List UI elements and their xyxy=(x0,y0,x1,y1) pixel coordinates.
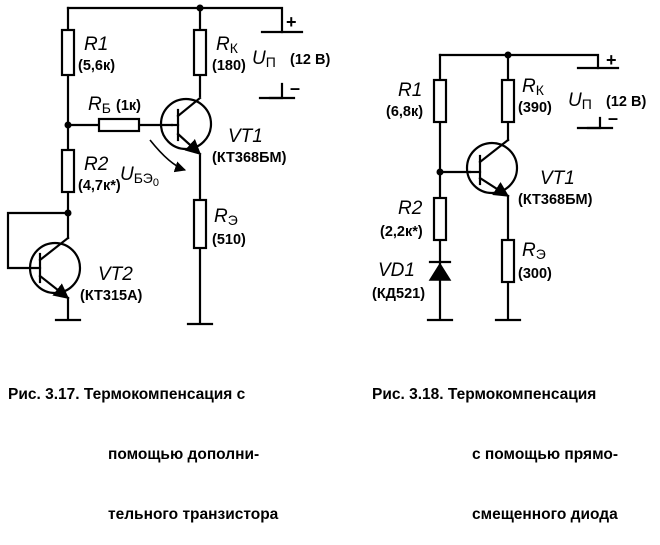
caption-line: тельного транзистора xyxy=(108,506,279,523)
r1-value: (5,6к) xyxy=(78,58,115,74)
r1-resistor-symbol xyxy=(432,78,448,124)
rk-resistor-symbol xyxy=(500,78,516,124)
r1-resistor-symbol xyxy=(60,28,76,77)
r2-label: R2 xyxy=(84,154,109,175)
rk-resistor-symbol xyxy=(192,28,208,77)
vd1-value: (КД521) xyxy=(372,286,425,302)
schematic-canvas: + – R1 (5,6к) RБ (1к) R2 (4,7к*) RК (180… xyxy=(6,4,646,326)
supply-value: (12 В) xyxy=(290,52,330,68)
re-resistor-symbol xyxy=(192,198,208,250)
junction-dot xyxy=(64,121,72,129)
supply-minus-sign: – xyxy=(290,78,300,98)
ube-label: UБЭ0 xyxy=(120,164,159,189)
supply-plus-sign: + xyxy=(606,50,617,70)
vt2-npn-transistor-symbol xyxy=(28,236,82,300)
caption-line: смещенного диода xyxy=(472,506,618,523)
vt1-value: (КТ368БМ) xyxy=(212,150,287,166)
caption-line: с помощью прямо- xyxy=(472,446,618,463)
rb-label: RБ xyxy=(88,94,111,116)
rk-value: (390) xyxy=(518,100,552,116)
re-label: RЭ xyxy=(522,240,546,262)
supply-minus-sign: – xyxy=(608,108,618,128)
supply-label: UП xyxy=(568,90,592,112)
vd1-diode-symbol xyxy=(428,260,452,281)
vt1-label: VT1 xyxy=(228,126,263,147)
r2-resistor-symbol xyxy=(432,196,448,242)
vt2-label: VT2 xyxy=(98,264,133,285)
vd1-label: VD1 xyxy=(378,260,415,281)
caption-line: Рис. 3.18. Термокомпенсация xyxy=(372,386,597,403)
vt1-label: VT1 xyxy=(540,168,575,189)
junction-dot xyxy=(196,4,204,12)
supply-plus-sign: + xyxy=(286,12,297,32)
r2-value: (4,7к*) xyxy=(78,178,121,194)
caption-line: Рис. 3.17. Термокомпенсация с xyxy=(8,386,246,403)
supply-label: UП xyxy=(252,48,276,70)
re-label: RЭ xyxy=(214,206,238,228)
junction-dot xyxy=(504,51,512,59)
r1-label: R1 xyxy=(84,34,108,55)
caption-fig-3-17: Рис. 3.17. Термокомпенсация с помощью до… xyxy=(8,345,328,545)
vt1-value: (КТ368БМ) xyxy=(518,192,593,208)
figure-3-18: + – R1 (6,8к) RК (390) R2 (2,2к*) RЭ (30… xyxy=(372,50,646,322)
r1-label: R1 xyxy=(398,80,422,101)
r2-label: R2 xyxy=(398,198,423,219)
vt1-npn-transistor-symbol xyxy=(465,138,519,198)
supply-value: (12 В) xyxy=(606,94,646,110)
junction-dot xyxy=(64,209,72,217)
vt1-npn-transistor-symbol xyxy=(159,96,213,156)
vt2-value: (КТ315А) xyxy=(80,288,143,304)
figure-3-17: + – R1 (5,6к) RБ (1к) R2 (4,7к*) RК (180… xyxy=(6,4,330,326)
re-value: (510) xyxy=(212,232,246,248)
rk-label: RК xyxy=(522,76,545,98)
r2-resistor-symbol xyxy=(60,148,76,194)
rk-label: RК xyxy=(216,34,239,56)
re-resistor-symbol xyxy=(500,238,516,284)
caption-fig-3-18: Рис. 3.18. Термокомпенсация с помощью пр… xyxy=(372,345,657,545)
r1-value: (6,8к) xyxy=(386,104,423,120)
voltage-arrow xyxy=(149,139,187,173)
r2-value: (2,2к*) xyxy=(380,224,423,240)
re-value: (300) xyxy=(518,266,552,282)
rk-value: (180) xyxy=(212,58,246,74)
rb-resistor-symbol xyxy=(97,117,141,133)
junction-dot xyxy=(436,168,444,176)
rb-value: (1к) xyxy=(116,98,141,114)
caption-line: помощью дополни- xyxy=(108,446,260,463)
